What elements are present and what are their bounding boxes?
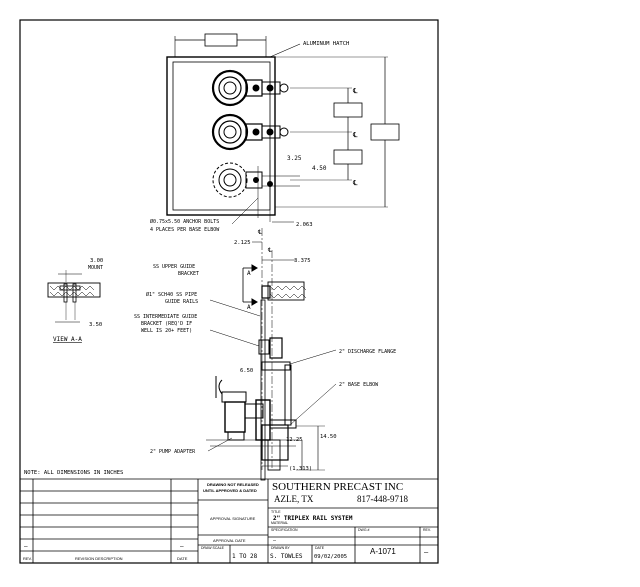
width-dim-box bbox=[204, 33, 238, 47]
height-dim-box bbox=[370, 123, 400, 141]
rev-col-header: REV. bbox=[23, 556, 32, 561]
anchor-label-1: Ø0.75x5.50 ANCHOR BOLTS bbox=[150, 218, 219, 225]
approval-signature-label: APPROVAL SIGNATURE bbox=[210, 516, 256, 521]
dim-1225: 12.25 bbox=[286, 437, 303, 443]
rev-dash-1: — bbox=[24, 543, 28, 550]
dim-3375: 3.375 bbox=[294, 258, 311, 264]
dim-350: 3.50 bbox=[89, 322, 102, 328]
dwg-label: DWG # bbox=[358, 528, 370, 532]
anchor-leader bbox=[231, 197, 259, 225]
dim-450: 4.50 bbox=[312, 165, 327, 172]
drawn-label: DRAWN BY bbox=[271, 546, 290, 550]
dim-1313: (1.313) bbox=[289, 466, 312, 472]
upper-guide-label-1: SS UPPER GUIDE bbox=[153, 264, 195, 270]
scale-label: DRAW SCALE bbox=[201, 546, 225, 550]
section-a-top: A bbox=[247, 270, 251, 277]
specification-value: — bbox=[273, 538, 277, 544]
dim-650: 6.50 bbox=[240, 368, 253, 374]
company-city: AZLE, TX bbox=[274, 494, 314, 504]
intermediate-label-3: WELL IS 20+ FEET) bbox=[141, 328, 192, 334]
pump-plan-2 bbox=[211, 113, 289, 151]
view-label: VIEW A-A bbox=[53, 336, 82, 343]
cl-mark-3: ℄ bbox=[352, 179, 358, 187]
drawing-notice-2: UNTIL APPROVED & DATED bbox=[203, 488, 257, 493]
pump-plan-1 bbox=[211, 69, 289, 107]
anchor-label-2: 4 PLACES PER BASE ELBOW bbox=[150, 227, 220, 233]
company-name: SOUTHERN PRECAST INC bbox=[272, 481, 403, 493]
drawn-value: S. TOWLES bbox=[270, 553, 303, 560]
rev-value: — bbox=[424, 548, 429, 556]
rev-label: REV. bbox=[423, 528, 431, 532]
mount-label: MOUNT bbox=[88, 265, 103, 271]
view-a-a bbox=[47, 270, 101, 323]
company-phone: 817-448-9718 bbox=[357, 494, 408, 504]
cl-mark-2: ℄ bbox=[352, 131, 358, 139]
date-label: DATE bbox=[315, 546, 325, 550]
elevation-view bbox=[206, 228, 325, 481]
plan-view bbox=[166, 33, 400, 216]
rev-dash-2: — bbox=[180, 543, 184, 550]
intermediate-label-2: BRACKET (REQ'D IF bbox=[141, 321, 192, 327]
dim-2125: 2.125 bbox=[234, 240, 251, 246]
hatch-label: ALUMINUM HATCH bbox=[303, 41, 349, 47]
discharge-label: 2" DISCHARGE FLANGE bbox=[339, 349, 396, 355]
spacing-dim-box-2 bbox=[333, 149, 363, 165]
upper-guide-label-2: BRACKET bbox=[178, 271, 199, 277]
cl-mark-5: ℄ bbox=[267, 247, 272, 254]
pump-adapter-label: 2" PUMP ADAPTER bbox=[150, 449, 196, 455]
drawing-title: 2" TRIPLEX RAIL SYSTEM bbox=[273, 515, 353, 522]
dim-2063: 2.063 bbox=[296, 222, 313, 228]
dwg-value: A-1071 bbox=[370, 547, 396, 556]
pipe-label-1: Ø1" SCH40 SS PIPE bbox=[146, 291, 197, 298]
date-value: 09/02/2005 bbox=[314, 554, 347, 560]
section-a-bottom: A bbox=[247, 304, 251, 311]
date-col-header: DATE bbox=[177, 556, 188, 561]
material-label: MATERIAL bbox=[271, 521, 288, 525]
title-label: TITLE bbox=[271, 510, 281, 514]
hatch-inner bbox=[172, 61, 271, 211]
cl-mark-1: ℄ bbox=[352, 87, 358, 95]
revision-desc-header: REVISION DESCRIPTION bbox=[75, 556, 123, 561]
hatch-outer bbox=[166, 56, 276, 216]
intermediate-label-1: SS INTERMEDIATE GUIDE bbox=[134, 314, 197, 320]
pump-plan-3 bbox=[212, 160, 300, 222]
title-block bbox=[20, 478, 438, 563]
dim-325: 3.25 bbox=[287, 155, 302, 162]
dim-300: 3.00 bbox=[90, 258, 103, 264]
specification-label: SPECIFICATION bbox=[271, 528, 298, 532]
dim-1450: 14.50 bbox=[320, 434, 337, 440]
drawing-notice-1: DRAWING NOT RELEASED bbox=[207, 482, 259, 487]
dimension-note: NOTE: ALL DIMENSIONS IN INCHES bbox=[24, 470, 123, 476]
cl-mark-4: ℄ bbox=[257, 229, 262, 236]
base-elbow-label: 2" BASE ELBOW bbox=[339, 382, 379, 388]
sheet-border bbox=[19, 19, 439, 564]
spacing-dim-box-1 bbox=[333, 102, 363, 118]
approval-date-label: APPROVAL DATE bbox=[213, 538, 246, 543]
scale-value: 1 TO 28 bbox=[232, 553, 258, 560]
pipe-label-2: GUIDE RAILS bbox=[165, 299, 198, 305]
